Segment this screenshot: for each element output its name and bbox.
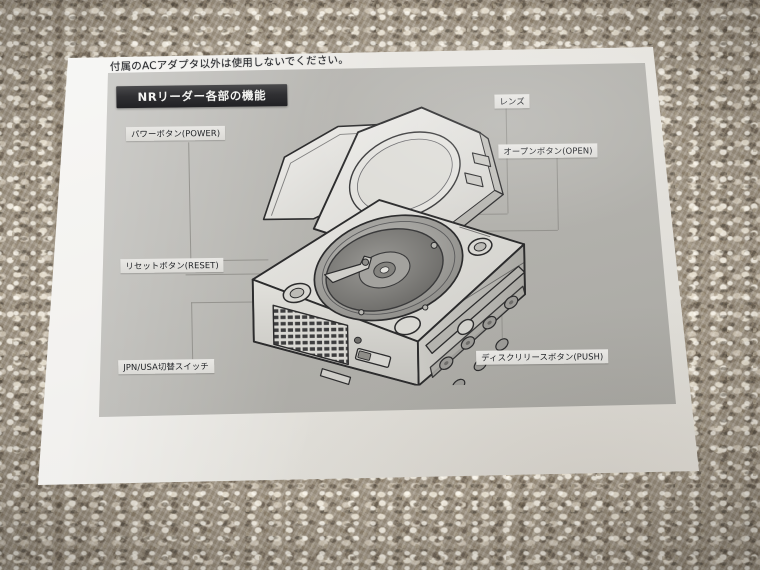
front-indicator-led — [353, 336, 362, 344]
leader-line-switch-vertical — [191, 302, 194, 360]
bay-screw-b — [358, 309, 365, 316]
lid-hinge-tab-b — [464, 172, 484, 188]
front-foot — [319, 368, 352, 385]
callout-label-lens: レンズ — [494, 94, 530, 109]
callout-label-power: パワーボタン(POWER) — [125, 125, 226, 142]
disc-release-push-button — [457, 318, 475, 336]
side-port-7 — [495, 338, 509, 351]
vent-grille — [272, 304, 349, 366]
leader-line-power-vertical — [188, 142, 192, 261]
callout-label-open: オープンボタン(OPEN) — [498, 143, 598, 159]
callout-label-switch: JPN/USA切替スイッチ — [118, 359, 214, 375]
bay-screw-a — [430, 241, 438, 249]
disc-center-hole — [379, 266, 390, 274]
callout-label-reset: リセットボタン(RESET) — [120, 257, 224, 274]
jpn-usa-switch-knob — [357, 350, 372, 361]
side-port-5 — [451, 378, 466, 388]
callout-label-push: ディスクリリースボタン(PUSH) — [476, 349, 609, 366]
reset-button — [394, 315, 422, 336]
caution-text: 付属のACアダプタ以外は使用しないでください。 — [109, 53, 350, 74]
disc-reader-illustration — [225, 94, 530, 388]
lid-hinge-tab-a — [471, 152, 492, 168]
laser-pickup-arm — [324, 255, 372, 284]
leader-line-open-vertical — [556, 157, 559, 230]
lens-icon — [361, 258, 370, 266]
bay-screw-c — [422, 304, 429, 311]
